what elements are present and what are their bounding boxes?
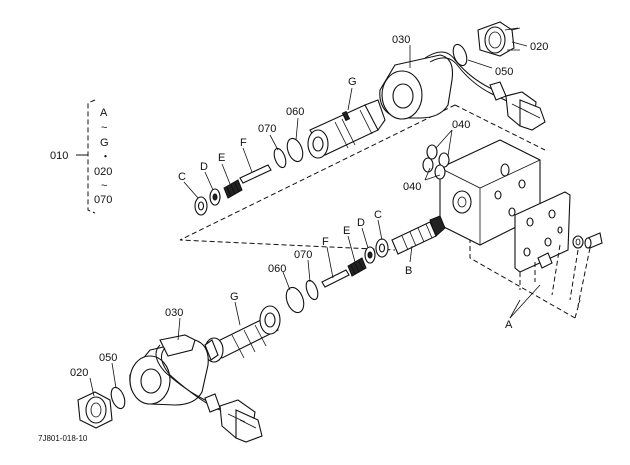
diagram-code: 7J801-018-10 bbox=[38, 434, 88, 443]
label-mid-F: F bbox=[322, 236, 329, 248]
label-bracket-g: G bbox=[100, 137, 109, 149]
label-body-040-top: 040 bbox=[452, 119, 470, 131]
label-bottom-050: 050 bbox=[99, 352, 117, 364]
bottom-oring-050 bbox=[110, 386, 126, 410]
label-tilde-2: ~ bbox=[101, 180, 107, 192]
label-top-060: 060 bbox=[286, 106, 304, 118]
label-top-050: 050 bbox=[495, 66, 513, 78]
top-wire-harness bbox=[424, 51, 508, 102]
label-top-070: 070 bbox=[258, 123, 276, 135]
label-mid-B: B bbox=[405, 265, 412, 277]
top-oring-060 bbox=[286, 137, 304, 163]
leader-lines bbox=[89, 41, 528, 397]
side-plate-A bbox=[509, 191, 603, 319]
label-top-C: C bbox=[178, 171, 186, 183]
label-body-040-bottom: 040 bbox=[403, 181, 421, 193]
top-spring-E bbox=[223, 179, 243, 199]
label-top-D: D bbox=[200, 161, 208, 173]
top-oring-050 bbox=[452, 43, 468, 67]
label-top-E: E bbox=[218, 152, 225, 164]
label-bracket-a: A bbox=[100, 107, 108, 119]
mid-oring-070 bbox=[305, 279, 319, 301]
plate-bolts bbox=[537, 232, 603, 269]
bottom-connector bbox=[219, 399, 263, 443]
bottom-valve-cartridge-G bbox=[204, 305, 281, 363]
top-solenoid-assembly bbox=[194, 21, 546, 216]
top-valve-cartridge-G bbox=[307, 99, 386, 159]
middle-parts-row bbox=[285, 215, 446, 314]
spool-B bbox=[391, 215, 446, 255]
label-010: 010 bbox=[50, 150, 68, 162]
bottom-nut-020 bbox=[77, 391, 113, 429]
label-bracket-020: 020 bbox=[94, 166, 112, 178]
label-tilde-1: ~ bbox=[101, 122, 107, 134]
mid-spring-E bbox=[347, 257, 367, 277]
dashed-guides bbox=[179, 104, 581, 319]
top-coil-030 bbox=[379, 54, 454, 120]
top-washer-C bbox=[194, 196, 208, 216]
label-plate-A: A bbox=[505, 319, 513, 331]
mid-washer-D bbox=[364, 246, 376, 264]
part-labels: 010 A ~ G ・ 020 ~ 070 030 020 050 G 060 … bbox=[38, 34, 548, 443]
top-connector bbox=[505, 91, 546, 131]
label-bottom-020: 020 bbox=[70, 367, 88, 379]
label-bracket-dot: ・ bbox=[100, 151, 111, 163]
top-oring-070 bbox=[273, 147, 287, 169]
label-top-030: 030 bbox=[392, 34, 410, 46]
label-mid-070: 070 bbox=[294, 249, 312, 261]
label-top-020: 020 bbox=[530, 41, 548, 53]
label-top-F: F bbox=[240, 137, 247, 149]
label-mid-060: 060 bbox=[268, 263, 286, 275]
assembly-bracket bbox=[76, 99, 96, 214]
label-mid-E: E bbox=[343, 225, 350, 237]
plugs-040 bbox=[422, 144, 450, 180]
bottom-solenoid-assembly bbox=[77, 305, 281, 443]
label-top-G: G bbox=[348, 76, 357, 88]
label-bottom-030: 030 bbox=[165, 307, 183, 319]
bottom-coil-030 bbox=[129, 334, 209, 406]
mid-washer-C bbox=[375, 238, 389, 258]
top-pin-F bbox=[239, 164, 272, 184]
label-mid-C: C bbox=[374, 209, 382, 221]
top-nut-020 bbox=[477, 21, 521, 57]
label-bracket-070: 070 bbox=[94, 194, 112, 206]
label-mid-D: D bbox=[357, 217, 365, 229]
mid-oring-060 bbox=[285, 286, 305, 314]
label-bottom-G: G bbox=[230, 291, 239, 303]
mid-pin-F bbox=[321, 269, 350, 288]
bottom-wire-harness bbox=[155, 344, 221, 413]
top-washer-D bbox=[209, 188, 221, 206]
